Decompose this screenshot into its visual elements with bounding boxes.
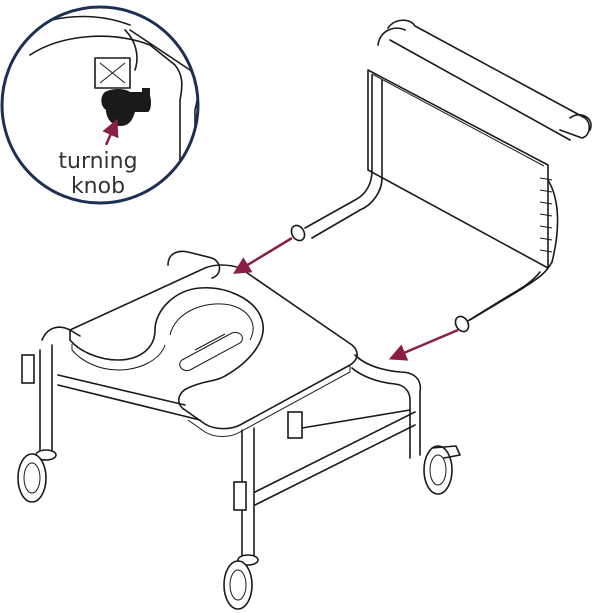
turning-knob-icon [101,88,151,126]
assembly-arrow-right [388,328,459,361]
turning-knob-label-line2: knob [71,174,125,199]
commode-base-frame [21,250,422,556]
turning-knob-label-line1: turning [58,149,137,174]
backrest [290,19,592,333]
callout-pointer-arrow [102,118,119,146]
turning-knob-callout: turning knob [0,5,200,205]
caster-front-left [223,554,259,610]
assembly-arrow-left [233,236,293,274]
caster-rear-left [17,439,57,503]
caster-rear-right [409,444,461,495]
